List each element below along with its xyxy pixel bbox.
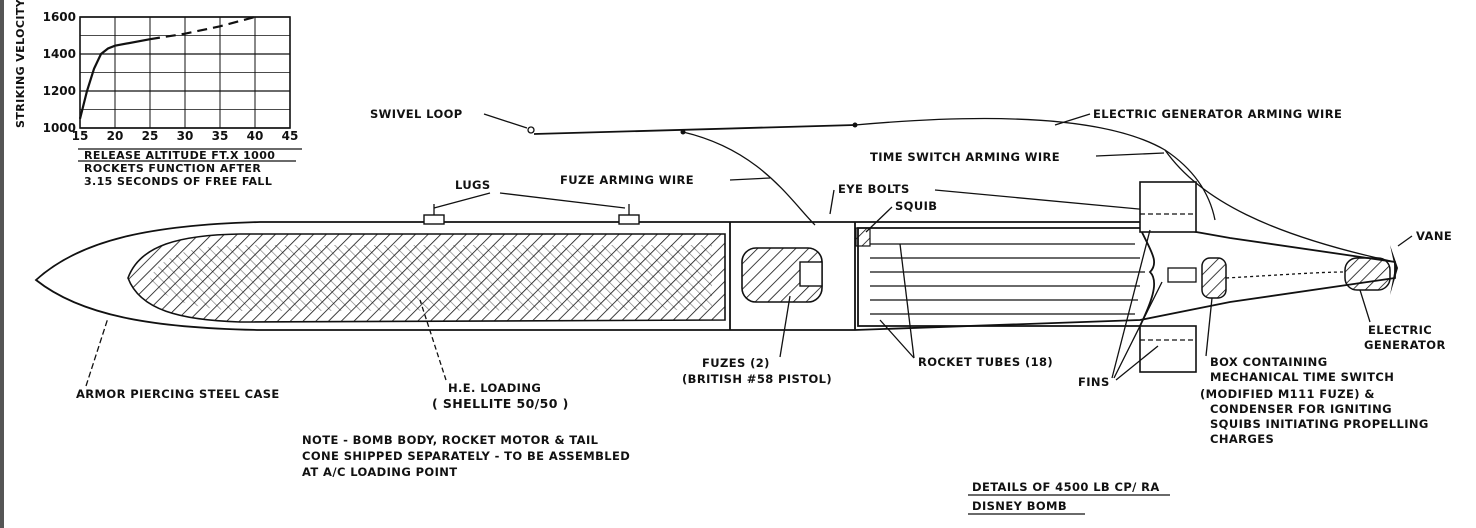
chart-x-tick-label: 25: [142, 129, 159, 143]
label-time-switch-arming-wire: TIME SWITCH ARMING WIRE: [870, 150, 1060, 164]
label-armor-piercing-case: ARMOR PIERCING STEEL CASE: [76, 387, 280, 401]
velocity-chart: 1000 1200 1400 1600 15 20 25 30 35 40 45 STRIKING…: [14, 0, 302, 188]
time-switch-lead: [1225, 271, 1346, 279]
lug-front: [423, 214, 445, 225]
main-arming-wire: [533, 124, 856, 135]
chart-line-series: [78, 15, 256, 120]
swivel-loop-ring: [527, 126, 535, 134]
fuze-arming-wire-path: [682, 131, 816, 226]
time-switch-box: [1201, 257, 1227, 299]
chart-y-tick-label: 1000: [43, 121, 76, 135]
chart-x-tick-label: 30: [177, 129, 194, 143]
leader-fuzes: [779, 295, 791, 358]
rocket-tubes-outline: [857, 227, 1155, 327]
leader-lugs-rear: [499, 192, 626, 209]
leader-rocket-tubes-1: [899, 243, 915, 359]
label-box-1: BOX CONTAINING: [1210, 355, 1328, 369]
leader-fins-middle: [1113, 281, 1163, 379]
chart-x-tick-label: 35: [212, 129, 229, 143]
leader-time-switch-wire: [1095, 152, 1165, 157]
label-box-2: MECHANICAL TIME SWITCH: [1210, 370, 1394, 384]
fin-upper: [1139, 181, 1197, 233]
label-eye-bolts: EYE BOLTS: [838, 182, 910, 196]
lower-labels: ARMOR PIERCING STEEL CASE H.E. LOADING (…: [76, 229, 1429, 515]
diagram-title-1: DETAILS OF 4500 LB CP/ RA: [972, 480, 1160, 494]
fuze-cap: [799, 261, 823, 287]
label-fuzes-1: FUZES (2): [702, 356, 770, 370]
label-vane: VANE: [1416, 229, 1452, 243]
chart-x-tick-label: 15: [72, 129, 89, 143]
label-squib: SQUIB: [895, 199, 937, 213]
bomb-body: LUGS EYE BOLTS SQUIB: [34, 178, 1452, 373]
label-box-5: SQUIBS INITIATING PROPELLING: [1210, 417, 1429, 431]
leader-electric-generator: [1359, 289, 1371, 323]
label-fins: FINS: [1078, 375, 1110, 389]
chart-caption-2: 3.15 SECONDS OF FREE FALL: [84, 175, 272, 188]
leader-armor-case: [85, 317, 109, 387]
leader-fuze-arming-wire: [729, 177, 771, 181]
chart-y-tick-label: 1600: [43, 10, 76, 24]
label-rocket-tubes: ROCKET TUBES (18): [918, 355, 1053, 369]
chart-y-axis-label: STRIKING VELOCITY: [14, 0, 27, 128]
leader-vane: [1397, 235, 1413, 247]
chart-y-tick-label: 1200: [43, 84, 76, 98]
leader-he-loading: [419, 299, 447, 381]
chart-x-tick-label: 40: [247, 129, 264, 143]
label-lugs: LUGS: [455, 178, 491, 192]
arming-wires: SWIVEL LOOP ELECTRIC GENERATOR ARMING WI…: [370, 107, 1396, 263]
label-swivel-loop: SWIVEL LOOP: [370, 107, 463, 121]
chart-series-solid: [78, 38, 151, 120]
label-electric-generator-arming-wire: ELECTRIC GENERATOR ARMING WIRE: [1093, 107, 1342, 121]
label-box-6: CHARGES: [1210, 432, 1274, 446]
leader-fins-upper: [1111, 229, 1151, 379]
leader-fins-lower: [1115, 345, 1159, 381]
label-box-4: CONDENSER FOR IGNITING: [1210, 402, 1392, 416]
electric-generator: [1344, 257, 1391, 291]
generator-wire-lower: [1164, 149, 1396, 263]
label-he-loading-2: ( SHELLITE 50/50 ): [432, 396, 569, 411]
chart-caption-1: ROCKETS FUNCTION AFTER: [84, 162, 261, 175]
fin-lower: [1139, 325, 1197, 373]
label-fuze-arming-wire: FUZE ARMING WIRE: [560, 173, 694, 187]
lug-rear: [618, 214, 640, 225]
note-line-3: AT A/C LOADING POINT: [302, 465, 458, 479]
leader-eye-bolts: [829, 189, 835, 215]
chart-grid: [79, 16, 291, 129]
leader-rocket-tubes-2: [879, 319, 915, 359]
chart-series-dashed: [149, 15, 256, 41]
label-electric-generator-2: GENERATOR: [1364, 338, 1446, 352]
label-he-loading-1: H.E. LOADING: [448, 381, 541, 395]
fin-middle: [1167, 267, 1197, 283]
chart-x-axis-label: RELEASE ALTITUDE FT.X 1000: [84, 149, 275, 162]
label-fuzes-2: (BRITISH #58 PISTOL): [682, 372, 832, 386]
note-line-2: CONE SHIPPED SEPARATELY - TO BE ASSEMBLE…: [302, 449, 630, 463]
vane: [1390, 245, 1398, 295]
label-electric-generator-1: ELECTRIC: [1368, 323, 1432, 337]
chart-y-tick-label: 1400: [43, 47, 76, 61]
chart-x-ticks: 15 20 25 30 35 40 45: [72, 129, 299, 143]
leader-generator-wire: [1054, 113, 1091, 126]
he-loading-inner: [150, 245, 712, 311]
leader-swivel-loop: [483, 113, 528, 129]
label-box-3: (MODIFIED M111 FUZE) &: [1200, 387, 1375, 401]
diagram-title-2: DISNEY BOMB: [972, 499, 1067, 513]
chart-x-tick-label: 45: [282, 129, 299, 143]
leader-lugs-front: [433, 192, 491, 209]
chart-x-tick-label: 20: [107, 129, 124, 143]
leader-box: [1205, 297, 1213, 357]
chart-y-ticks: 1000 1200 1400 1600: [43, 10, 76, 135]
rocket-tube-lines: [870, 243, 1145, 315]
scan-edge: [0, 0, 4, 528]
note-line-1: NOTE - BOMB BODY, ROCKET MOTOR & TAIL: [302, 433, 599, 447]
